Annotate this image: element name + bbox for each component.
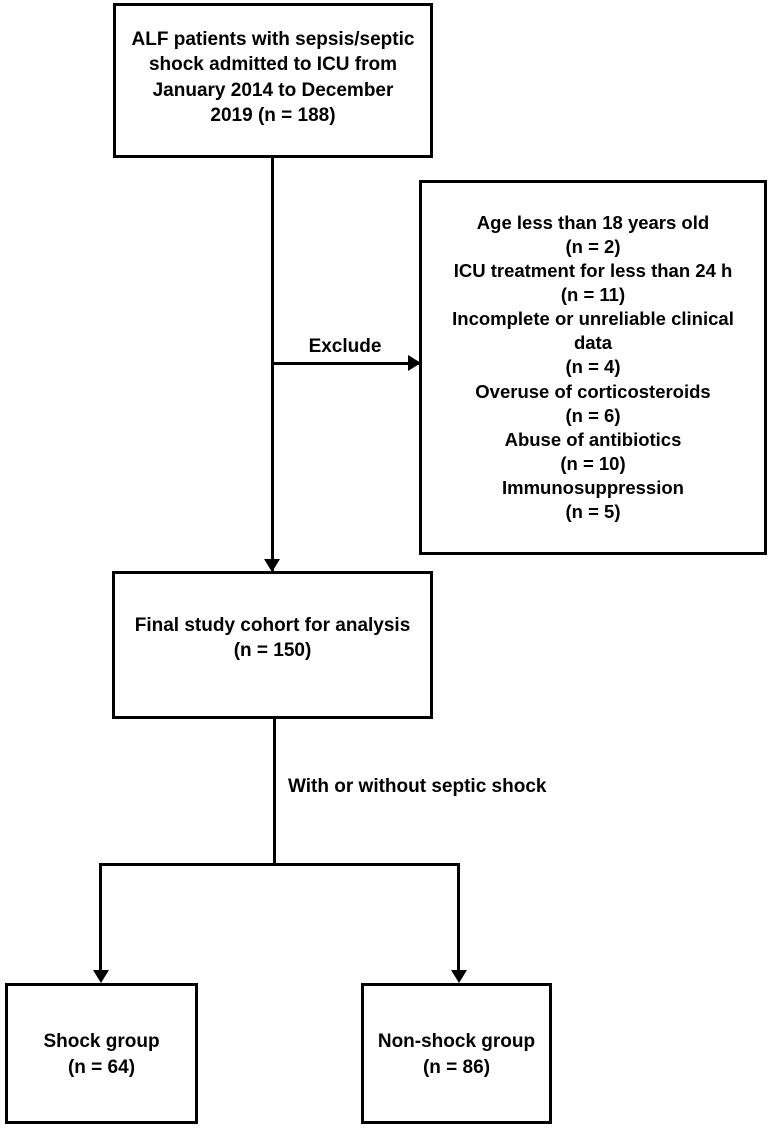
list-item: Immunosuppression (n = 5) [502,476,684,522]
exclusions-box: Age less than 18 years old (n = 2) ICU t… [419,180,767,555]
connector-split-left-leg [99,863,102,972]
shock-group-box-text: Shock group (n = 64) [43,1031,160,1078]
nonshock-group-box: Non-shock group (n = 86) [361,983,552,1124]
connector-exclude-branch [272,362,420,365]
arrowhead-down-icon [264,559,280,572]
connector-split-bar [99,863,460,866]
list-item: Overuse of corticosteroids (n = 6) [475,380,711,426]
split-label: With or without septic shock [288,776,547,797]
arrowhead-down-icon [451,970,467,983]
arrowhead-down-icon [93,970,109,983]
list-item: Incomplete or unreliable clinical data (… [452,308,734,378]
connector-split-right-leg [457,863,460,972]
list-item: Age less than 18 years old (n = 2) [476,212,710,258]
list-item: ICU treatment for less than 24 h (n = 11… [453,260,733,306]
enrollment-box-text: ALF patients with sepsis/septic shock ad… [131,29,415,126]
connector-enrollment-to-cohort [271,157,274,573]
nonshock-group-box-text: Non-shock group (n = 86) [377,1031,536,1078]
enrollment-box: ALF patients with sepsis/septic shock ad… [113,3,433,158]
exclude-label: Exclude [308,336,382,357]
shock-group-box: Shock group (n = 64) [5,983,198,1124]
list-item: Abuse of antibiotics (n = 10) [504,428,682,474]
arrowhead-right-icon [408,355,421,371]
cohort-box-text: Final study cohort for analysis (n = 150… [134,614,411,661]
cohort-box: Final study cohort for analysis (n = 150… [112,571,433,719]
exclusions-list: Age less than 18 years old (n = 2) ICU t… [422,211,764,524]
connector-cohort-to-split [273,718,276,866]
